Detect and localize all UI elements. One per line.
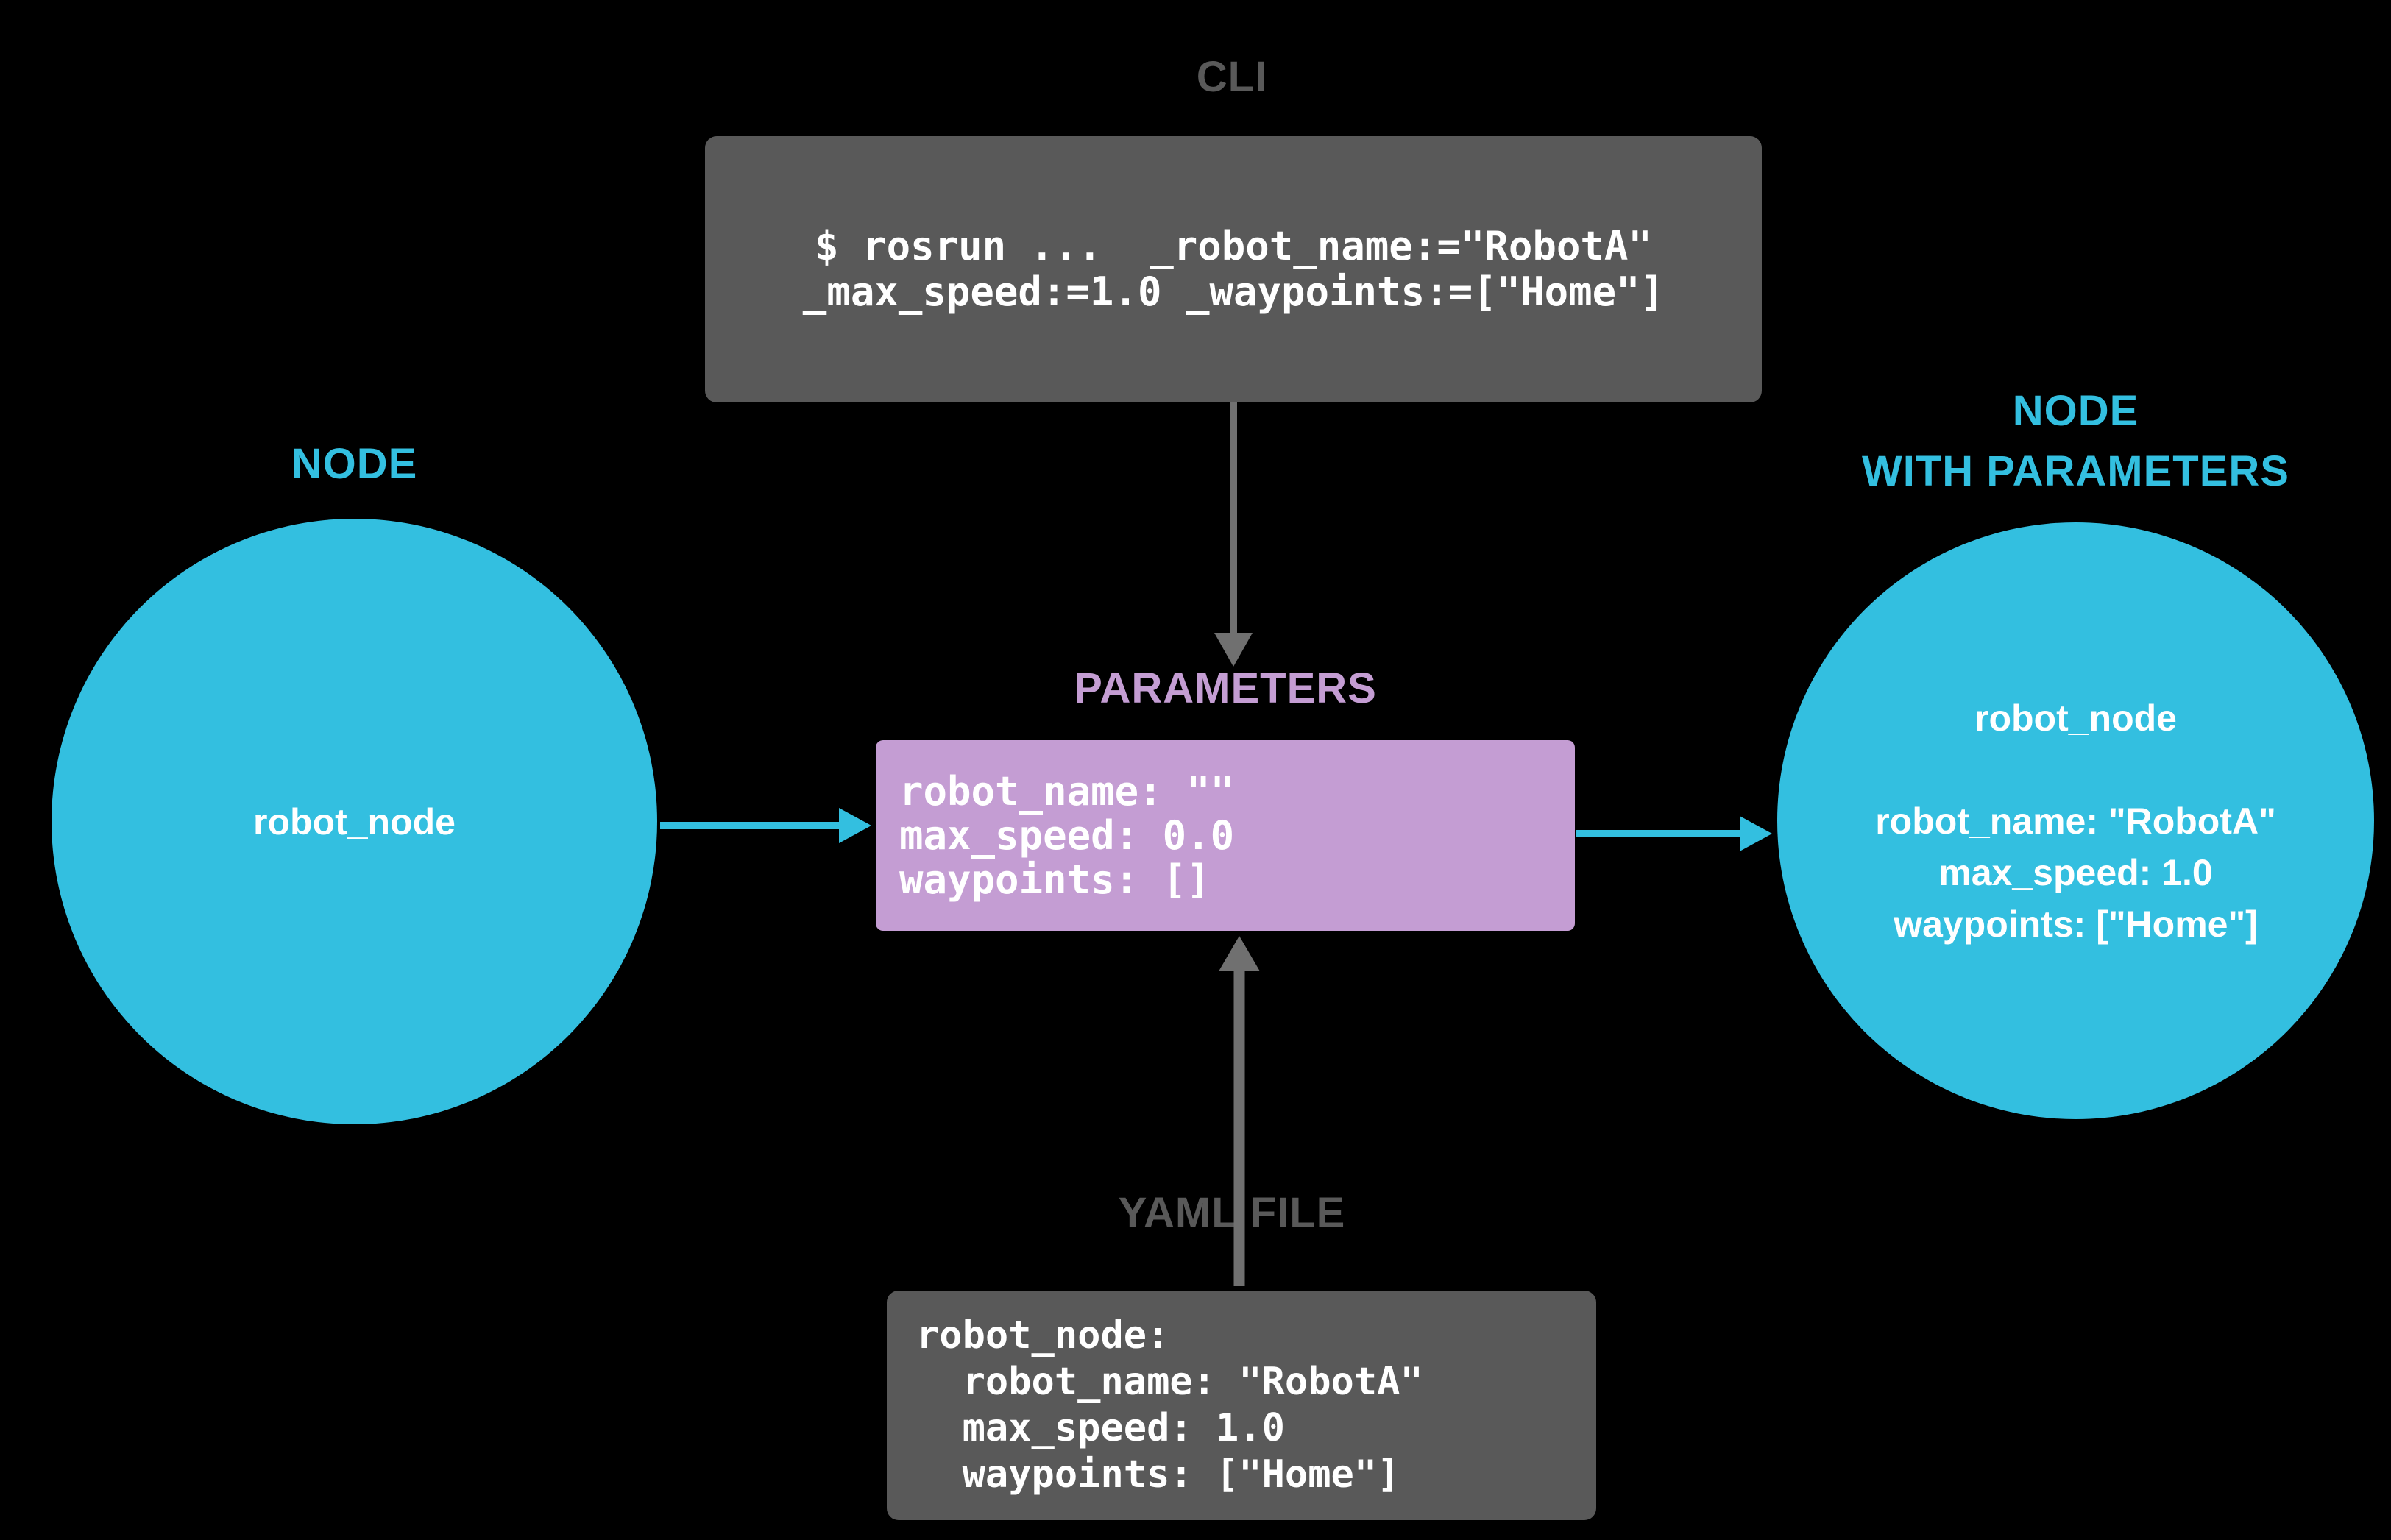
parameter-robot-name: robot_name: ""	[899, 767, 1235, 815]
parameters-box: robot_name: "" max_speed: 0.0 waypoints:…	[876, 740, 1575, 931]
yaml-line-node: robot_node:	[916, 1313, 1170, 1358]
node-param-waypoints: waypoints: ["Home"]	[1894, 903, 2258, 945]
cli-section-label: CLI	[1196, 53, 1268, 101]
parameters-to-node-arrow	[1576, 816, 1772, 851]
yaml-line-max-speed: max_speed: 1.0	[916, 1406, 1285, 1450]
node-name: robot_node	[253, 801, 456, 842]
node-param-max-speed: max_speed: 1.0	[1938, 851, 2213, 893]
node-with-parameters-name: robot_node	[1974, 697, 2177, 739]
cli-to-parameters-arrow	[1214, 402, 1253, 667]
yaml-line-robot-name: robot_name: "RobotA"	[916, 1360, 1423, 1404]
node-circle: robot_node	[52, 519, 657, 1124]
yaml-file-section-label: YAML FILE	[1118, 1189, 1346, 1237]
node-with-parameters-circle: robot_node robot_name: "RobotA" max_spee…	[1777, 522, 2374, 1119]
cli-command-line2: _max_speed:=1.0 _waypoints:=["Home"]	[802, 269, 1665, 315]
parameter-waypoints: waypoints: []	[899, 856, 1211, 903]
node-section-label: NODE	[291, 440, 418, 488]
yaml-file-box: robot_node: robot_name: "RobotA" max_spe…	[887, 1291, 1596, 1520]
cli-command-box: $ rosrun ... _robot_name:="RobotA" _max_…	[705, 136, 1762, 402]
cli-command-line1: $ rosrun ... _robot_name:="RobotA"	[815, 223, 1652, 269]
node-with-parameters-label-line2: WITH PARAMETERS	[1861, 447, 2289, 495]
node-to-parameters-arrow	[660, 808, 871, 843]
node-param-robot-name: robot_name: "RobotA"	[1875, 800, 2276, 842]
node-with-parameters-label-line1: NODE	[2012, 387, 2139, 435]
node-with-parameters-section-label: NODE WITH PARAMETERS	[1740, 381, 2391, 502]
parameter-max-speed: max_speed: 0.0	[899, 812, 1235, 859]
yaml-line-waypoints: waypoints: ["Home"]	[916, 1452, 1400, 1497]
parameters-section-label: PARAMETERS	[1074, 664, 1377, 712]
